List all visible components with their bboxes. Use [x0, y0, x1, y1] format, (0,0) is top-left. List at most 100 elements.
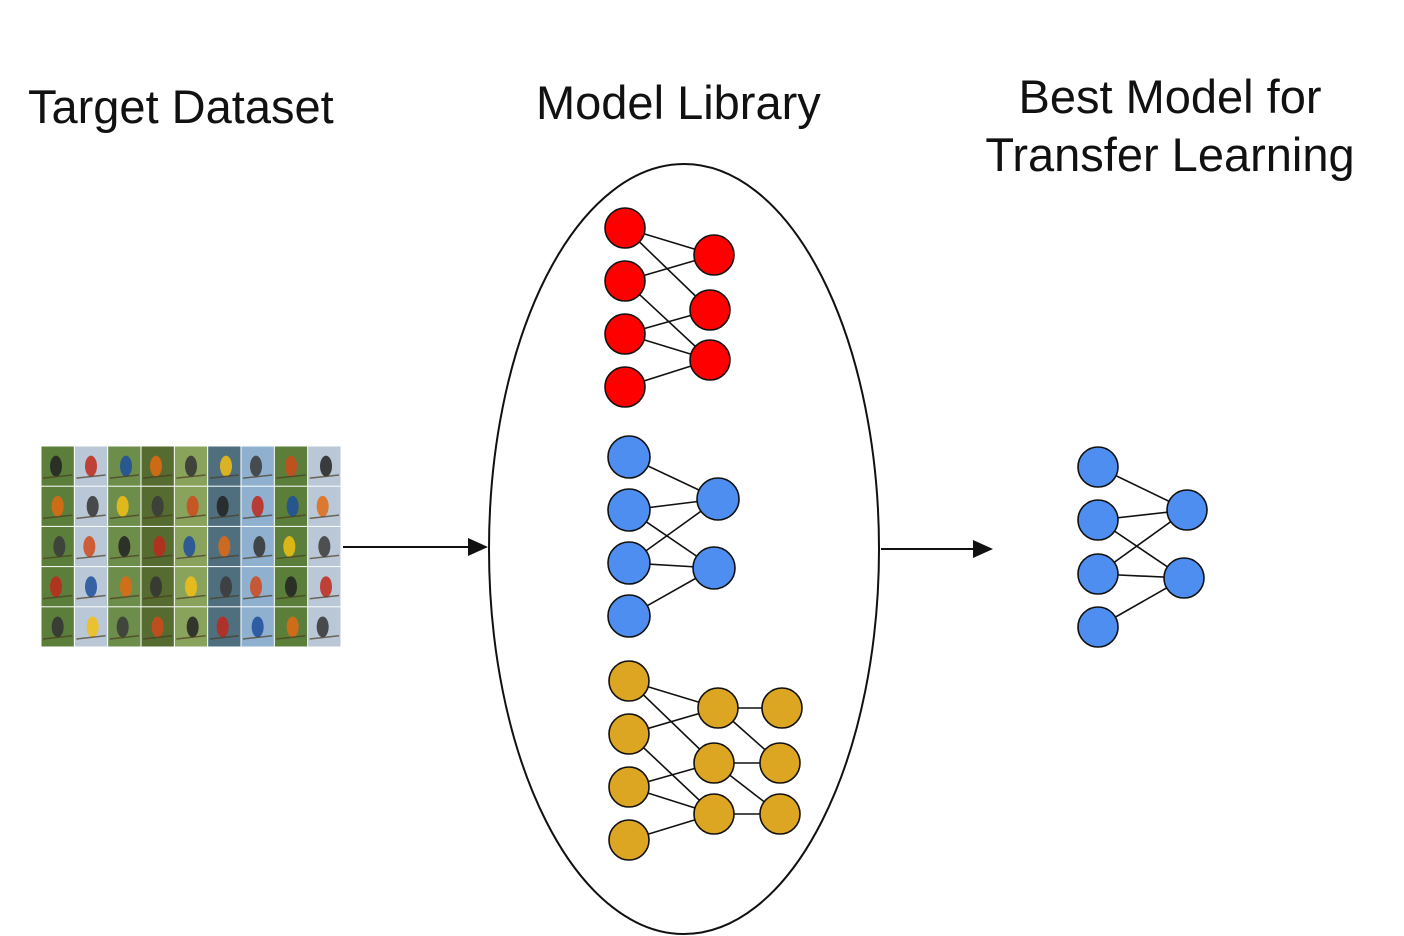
best-network-node-layer1 — [1077, 553, 1119, 595]
dataset-image-branch — [109, 554, 140, 560]
dataset-image-branch — [142, 474, 173, 479]
dataset-image-bird — [218, 536, 231, 557]
blue-network-node-layer1 — [607, 541, 651, 585]
dataset-image-branch — [142, 634, 173, 640]
model-library-ellipse — [488, 163, 880, 935]
gold-network-node-layer1 — [608, 766, 650, 808]
blue-network — [607, 435, 740, 638]
dataset-image-branch — [242, 554, 273, 560]
best-model-title-line2: Transfer Learning — [985, 128, 1355, 181]
model-library-title: Model Library — [536, 76, 821, 129]
dataset-image-bird — [250, 455, 262, 477]
best-network-node-layer1 — [1077, 606, 1119, 648]
dataset-image-bird — [86, 495, 99, 517]
dataset-image-bird — [150, 455, 162, 477]
dataset-image-bird — [318, 536, 331, 557]
dataset-image-branch — [142, 514, 173, 520]
dataset-image-bird — [320, 576, 332, 598]
dataset-image-bird — [53, 536, 66, 557]
dataset-image-branch — [309, 634, 340, 640]
dataset-image-branch — [42, 634, 73, 640]
best-model-title-line1: Best Model for — [1018, 70, 1322, 123]
dataset-image-bird — [50, 576, 62, 598]
dataset-image-branch — [176, 634, 206, 640]
dataset-image-bird — [220, 455, 232, 477]
gold-network-node-layer3 — [761, 687, 803, 729]
dataset-image-bird — [250, 576, 262, 598]
dataset-image-branch — [276, 554, 306, 560]
dataset-image-branch — [242, 514, 273, 520]
dataset-image-branch — [242, 594, 273, 600]
red-network — [604, 207, 735, 408]
dataset-image-branch — [242, 634, 273, 640]
red-network-node-layer1 — [604, 366, 646, 408]
dataset-image-branch — [76, 594, 106, 600]
dataset-image-bird — [51, 495, 64, 517]
dataset-image-branch — [76, 514, 106, 520]
dataset-image-bird — [51, 616, 64, 638]
dataset-image-branch — [309, 474, 340, 479]
dataset-image-bird — [185, 455, 197, 477]
gold-network-node-layer3 — [759, 793, 801, 835]
dataset-image-bird — [85, 576, 97, 598]
dataset-image-bird — [186, 495, 199, 517]
blue-network-node-layer2 — [692, 546, 736, 590]
dataset-image-bird — [151, 495, 164, 517]
dataset-image-branch — [309, 514, 340, 520]
dataset-image-bird — [220, 576, 232, 598]
dataset-image-bird — [251, 616, 264, 638]
dataset-image-branch — [142, 594, 173, 600]
dataset-image-branch — [209, 634, 240, 640]
dataset-image-bird — [320, 455, 332, 477]
dataset-image-branch — [176, 474, 206, 479]
dataset-image-branch — [309, 554, 340, 560]
dataset-image-branch — [276, 634, 306, 640]
gold-network-node-layer3 — [759, 742, 801, 784]
dataset-image-branch — [42, 474, 73, 479]
blue-network-node-layer1 — [607, 435, 651, 479]
dataset-image-bird — [120, 455, 132, 477]
red-network-node-layer2 — [689, 289, 731, 331]
dataset-image-bird — [153, 536, 166, 557]
dataset-image-bird — [316, 616, 329, 638]
dataset-image-bird — [253, 536, 266, 557]
dataset-image-bird — [216, 616, 229, 638]
dataset-image-branch — [42, 554, 73, 560]
target-dataset-title: Target Dataset — [28, 80, 334, 133]
dataset-image-bird — [151, 616, 164, 638]
dataset-image-bird — [50, 455, 62, 477]
dataset-image-bird — [83, 536, 96, 557]
dataset-image-bird — [150, 576, 162, 598]
dataset-image-branch — [76, 474, 106, 479]
blue-network-node-layer1 — [607, 488, 651, 532]
best-network-node-layer2 — [1166, 489, 1208, 531]
red-network-node-layer1 — [604, 207, 646, 249]
dataset-image-bird — [285, 576, 297, 598]
dataset-image-bird — [286, 616, 299, 638]
target-dataset-image-grid — [41, 446, 341, 647]
dataset-image-bird — [120, 576, 132, 598]
dataset-image-bird — [185, 576, 197, 598]
dataset-image-bird — [86, 616, 99, 638]
dataset-image-branch — [276, 514, 306, 520]
gold-network-node-layer1 — [608, 660, 650, 702]
gold-network-node-layer2 — [697, 687, 739, 729]
dataset-image-branch — [309, 594, 340, 600]
dataset-image-bird — [316, 495, 329, 517]
dataset-image-branch — [109, 474, 140, 479]
dataset-image-branch — [209, 474, 240, 479]
dataset-image-branch — [242, 474, 273, 479]
best-network-node-layer1 — [1077, 446, 1119, 488]
dataset-image-branch — [76, 554, 106, 560]
gold-network-node-layer1 — [608, 713, 650, 755]
best-network-node-layer2 — [1163, 557, 1205, 599]
dataset-image-branch — [109, 634, 140, 640]
gold-network-node-layer1 — [608, 819, 650, 861]
dataset-image-branch — [109, 514, 140, 520]
dataset-image-branch — [109, 594, 140, 600]
dataset-image-bird — [116, 495, 129, 517]
red-network-node-layer1 — [604, 313, 646, 355]
dataset-image-branch — [209, 594, 240, 600]
dataset-image-bird — [216, 495, 229, 517]
